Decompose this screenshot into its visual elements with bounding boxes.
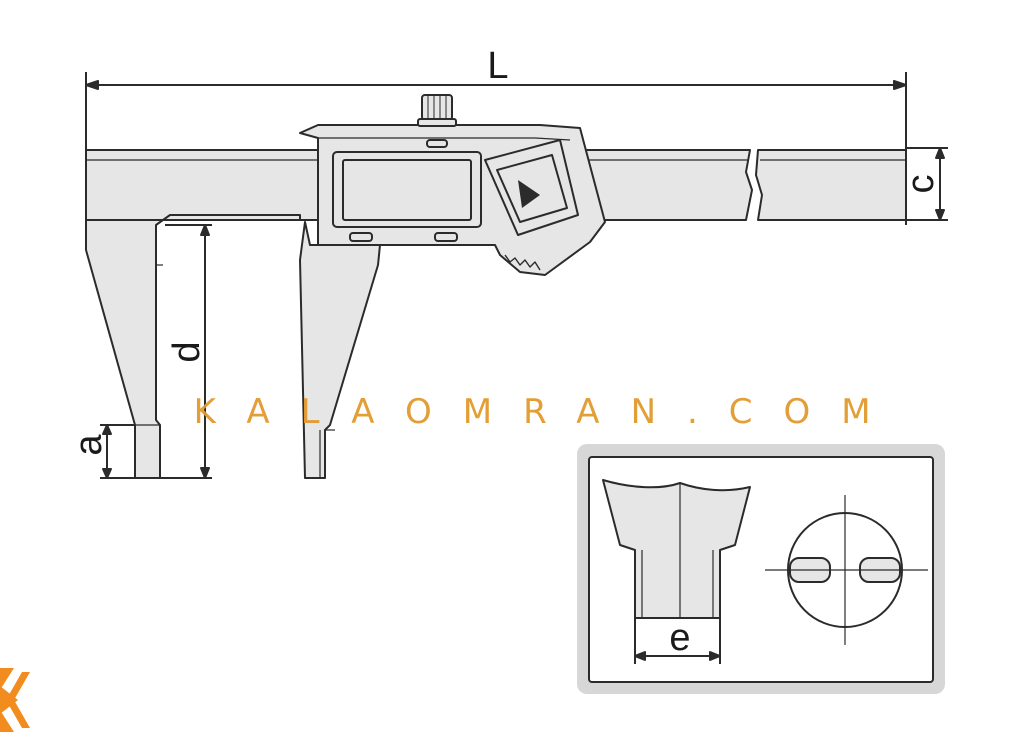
beam-height-dimension xyxy=(906,147,948,221)
depth-label: d xyxy=(166,341,208,362)
jaw-tip-label: a xyxy=(68,434,110,456)
beam-height-label: c xyxy=(900,175,942,194)
play-triangle-icon xyxy=(518,180,540,208)
movable-jaw xyxy=(299,221,381,479)
kalaomran-logo-icon xyxy=(0,668,30,732)
jaw-end-view xyxy=(765,495,928,645)
thumb-wheel xyxy=(421,94,453,121)
length-label: L xyxy=(487,45,508,87)
watermark-label: KALAOMRAN.COM xyxy=(193,392,902,432)
slider-body xyxy=(299,94,606,276)
jaw-tip-section xyxy=(602,479,751,619)
fixed-jaw xyxy=(85,214,301,479)
detail-inset: e xyxy=(577,444,945,694)
depth-dimension xyxy=(160,224,212,479)
tip-width-label: e xyxy=(669,617,690,659)
tip-width-dimension xyxy=(634,618,721,664)
jaw-tip-dimension xyxy=(100,424,135,479)
watermark-text: KALAOMRAN.COM xyxy=(172,352,871,432)
